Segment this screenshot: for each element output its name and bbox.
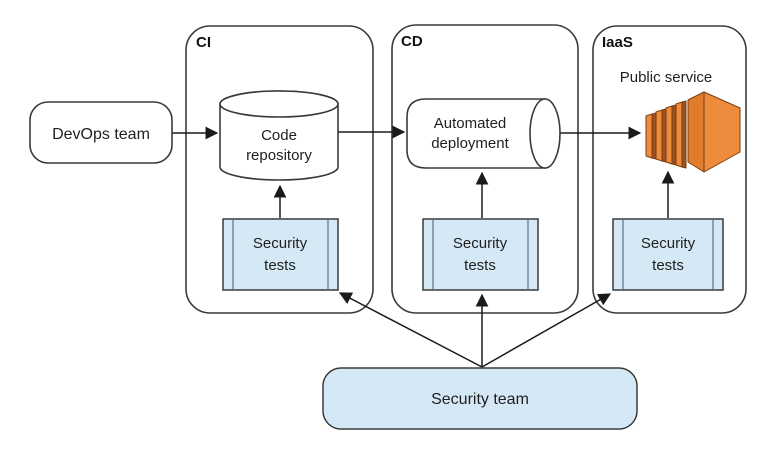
public-service-icon bbox=[645, 91, 741, 173]
public-service-label: Public service bbox=[620, 69, 713, 86]
automated-deployment-node: Automated deployment bbox=[406, 98, 561, 169]
code-repository-node: Code repository bbox=[219, 90, 339, 181]
ci-label: CI bbox=[196, 34, 211, 51]
security-tests-cd-label-line2: tests bbox=[464, 257, 496, 274]
edge-team-to-sectests-ci bbox=[338, 292, 483, 368]
cd-label: CD bbox=[401, 33, 423, 50]
icon-slab2-front bbox=[655, 109, 663, 162]
automated-deployment-label-line1: Automated bbox=[434, 115, 507, 132]
cylinder-top bbox=[219, 90, 339, 118]
security-tests-cd-label-line1: Security bbox=[453, 235, 508, 252]
icon-slab3-front bbox=[665, 105, 673, 165]
icon-slab2-side bbox=[661, 108, 667, 163]
hcylinder-body bbox=[406, 98, 546, 169]
security-tests-iaas-label-line1: Security bbox=[641, 235, 696, 252]
security-team-node bbox=[322, 367, 638, 430]
security-tests-ci-box bbox=[222, 218, 339, 291]
devops-team-label: DevOps team bbox=[52, 126, 150, 143]
security-tests-iaas-node: Security tests bbox=[612, 218, 724, 291]
security-tests-iaas-box bbox=[612, 218, 724, 291]
security-tests-ci-label-line2: tests bbox=[264, 257, 296, 274]
icon-slab1-side bbox=[651, 112, 657, 160]
security-tests-iaas-label-line2: tests bbox=[652, 257, 684, 274]
devops-team-node bbox=[29, 101, 173, 164]
security-tests-ci-node: Security tests bbox=[222, 218, 339, 291]
automated-deployment-label-line2: deployment bbox=[431, 135, 509, 152]
security-tests-cd-box bbox=[422, 218, 539, 291]
iaas-label: IaaS bbox=[602, 34, 633, 51]
icon-main-slab-front bbox=[703, 91, 741, 173]
security-tests-cd-node: Security tests bbox=[422, 218, 539, 291]
hcylinder-cap bbox=[529, 98, 561, 169]
edge-team-to-sectests-iaas bbox=[481, 293, 612, 368]
security-tests-ci-label-line1: Security bbox=[253, 235, 308, 252]
icon-slab4-side bbox=[681, 100, 687, 169]
code-repository-label-line2: repository bbox=[246, 147, 312, 164]
icon-slab1-front bbox=[645, 113, 653, 159]
icon-main-slab-left bbox=[687, 91, 705, 173]
icon-slab3-side bbox=[671, 104, 677, 166]
security-team-label: Security team bbox=[431, 391, 529, 408]
icon-slab4-front bbox=[675, 101, 683, 168]
code-repository-label-line1: Code bbox=[261, 127, 297, 144]
